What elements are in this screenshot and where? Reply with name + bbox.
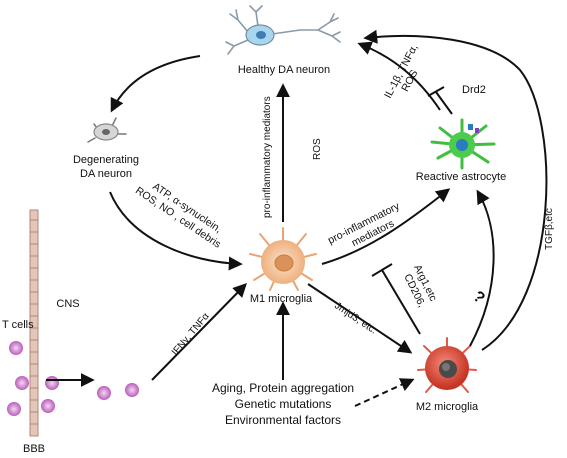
degenerating-neuron-label-1: Degenerating	[73, 154, 139, 166]
t-cells-illustration	[7, 341, 139, 416]
inhibit-drd2	[435, 91, 453, 115]
inhibit-m2	[381, 269, 421, 335]
arrow-astrocyte-to-healthy	[357, 41, 441, 111]
m1-microglia-label: M1 microglia	[250, 293, 313, 305]
factor-line-3: Environmental factors	[225, 413, 341, 427]
arrow-m2-to-astrocyte	[469, 189, 495, 347]
proinflam-vertical-label: pro-inflammatory mediators	[262, 96, 273, 218]
arrow-healthy-to-degenerating	[110, 55, 201, 113]
m2-microglia-label: M2 microglia	[416, 401, 479, 413]
arrow-m2-to-healthy	[363, 29, 548, 351]
arrow-m1-to-m2	[307, 283, 413, 354]
tgfb-label: TGFβ,etc	[544, 208, 555, 250]
healthy-neuron-label: Healthy DA neuron	[238, 64, 330, 76]
degenerating-neuron-illustration	[87, 117, 127, 143]
healthy-neuron-illustration	[225, 5, 341, 55]
arrow-factors-to-m2	[354, 378, 415, 407]
bbb-wall	[29, 209, 39, 437]
bbb-label: BBB	[23, 443, 45, 455]
m1-microglia-illustration	[249, 227, 317, 291]
jmjd3-label: Jmjd3, etc.	[332, 300, 378, 336]
arrow-m1-to-astrocyte	[321, 188, 451, 265]
cns-label: CNS	[56, 298, 79, 310]
reactive-astrocyte-label: Reactive astrocyte	[416, 171, 506, 183]
arrow-degenerating-to-m1	[109, 191, 243, 271]
degenerating-neuron-label-2: DA neuron	[80, 168, 132, 180]
drd2-label: Drd2	[462, 84, 486, 96]
t-cells-label: T cells	[2, 319, 34, 331]
arrows	[46, 29, 548, 407]
arrow-tcells-to-m1	[151, 282, 247, 381]
factor-line-2: Genetic mutations	[235, 397, 332, 411]
ifn-label: IFNγ, TNFα	[170, 311, 212, 358]
factor-line-1: Aging, Protein aggregation	[212, 381, 354, 395]
m2-microglia-illustration	[417, 337, 477, 393]
reactive-astrocyte-illustration	[430, 118, 496, 170]
question-label: ?	[469, 288, 487, 307]
ros-label: ROS	[312, 138, 323, 160]
